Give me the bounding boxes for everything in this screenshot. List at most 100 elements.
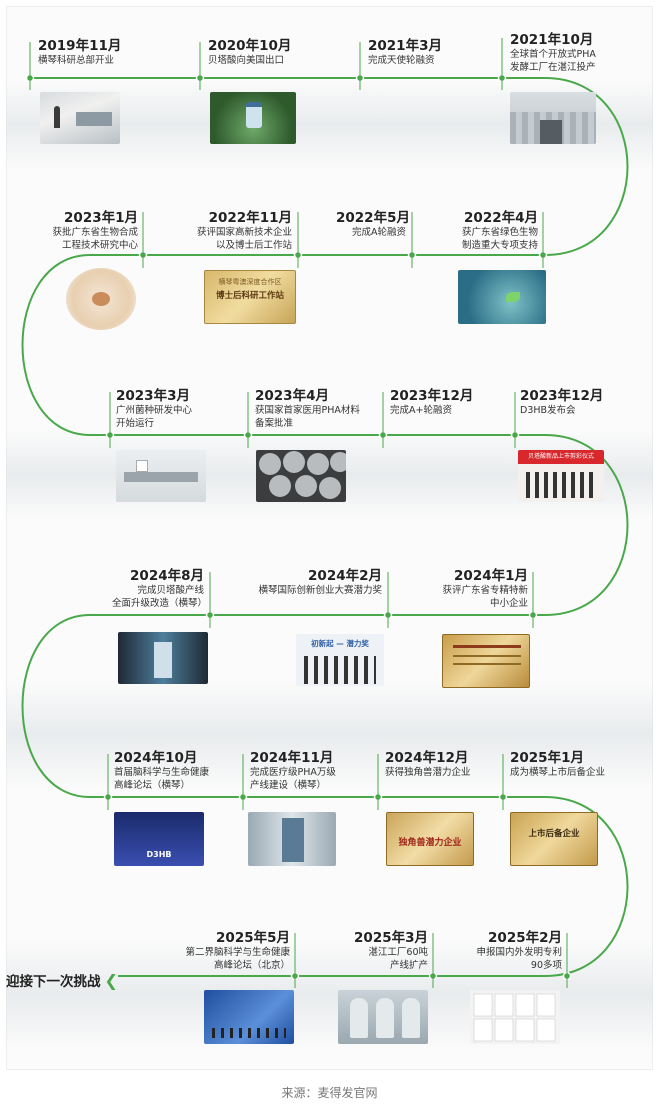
event-2023-01: 2023年1月 获批广东省生物合成 工程技术研究中心 [52, 210, 138, 252]
event-text: 完成天使轮融资 [368, 55, 435, 66]
event-year: 2020年10月 [208, 38, 292, 54]
event-text: 完成医疗级PHA万级 [250, 767, 336, 778]
chevron-left-icon: ❮ [104, 971, 118, 990]
microspheres-photo [256, 450, 346, 502]
event-text: 获国家首家医用PHA材料 [255, 405, 360, 416]
event-text: 全球首个开放式PHA [510, 49, 596, 60]
event-text: 中小企业 [489, 598, 528, 609]
event-text: 以及博士后工作站 [215, 240, 292, 251]
event-text: 完成A+轮融资 [390, 405, 452, 416]
plaque-photo: 横琴粤澳深度合作区 博士后科研工作站 [204, 270, 296, 324]
event-year: 2021年10月 [510, 32, 594, 48]
event-2021-10: 2021年10月 全球首个开放式PHA 发酵工厂在湛江投产 [510, 32, 596, 74]
event-2022-11: 2022年11月 获评国家高新技术企业 以及博士后工作站 [197, 210, 292, 252]
patents-photo [470, 990, 560, 1044]
listing-plaque-photo: 上市后备企业 [510, 812, 598, 866]
event-year: 2024年10月 [114, 750, 198, 766]
event-text: 申报国内外发明专利 [476, 947, 562, 958]
event-2019-11: 2019年11月 横琴科研总部开业 [38, 38, 121, 67]
event-year: 2023年3月 [116, 388, 190, 404]
cleanroom-photo [118, 632, 208, 684]
event-year: 2024年2月 [308, 568, 382, 584]
event-text: 获评国家高新技术企业 [196, 227, 292, 238]
event-2024-08: 2024年8月 完成贝塔酸产线 全面升级改造（横琴） [112, 568, 207, 610]
finale-text: 迎接下一次挑战 [6, 974, 101, 990]
forum-logo: D3HB [146, 850, 172, 859]
event-text: 开始运行 [116, 418, 155, 429]
award-banner: 初新起 — 潜力奖 [311, 639, 369, 648]
event-text: 第二界脑科学与生命健康 [185, 947, 290, 958]
event-2023-04: 2023年4月 获国家首家医用PHA材料 备案批准 [255, 388, 360, 430]
event-year: 2025年1月 [510, 750, 584, 766]
event-year: 2023年4月 [255, 388, 329, 404]
event-year: 2023年12月 [520, 388, 604, 404]
plaque-text: 上市后备企业 [528, 829, 580, 839]
event-2025-01: 2025年1月 成为横琴上市后备企业 [510, 750, 605, 779]
event-year: 2024年1月 [454, 568, 528, 584]
event-2024-02: 2024年2月 横琴国际创新创业大赛潜力奖 [256, 568, 382, 597]
award-photo: 初新起 — 潜力奖 [296, 634, 384, 686]
event-2024-11: 2024年11月 完成医疗级PHA万级 产线建设（横琴） [250, 750, 336, 792]
event-text: 贝塔酸向美国出口 [208, 55, 285, 66]
event-text: 湛江工厂60吨 [368, 947, 428, 958]
source-footer: 来源：麦得发官网 [281, 1086, 378, 1100]
certificate-photo [442, 634, 530, 688]
tanks-photo [338, 990, 428, 1044]
event-text: 获广东省绿色生物 [462, 227, 539, 238]
event-year: 2024年11月 [250, 750, 334, 766]
event-text: 获得独角兽潜力企业 [385, 767, 471, 778]
event-year: 2022年5月 [336, 210, 410, 226]
event-year: 2022年4月 [464, 210, 538, 226]
event-text: 备案批准 [255, 418, 294, 429]
event-year: 2025年2月 [488, 930, 562, 946]
event-2023-03: 2023年3月 广州菌种研发中心 开始运行 [116, 388, 192, 430]
event-2025-03: 2025年3月 湛江工厂60吨 产线扩产 [348, 930, 428, 972]
event-year: 2025年5月 [216, 930, 290, 946]
event-year: 2025年3月 [354, 930, 428, 946]
event-2024-10: 2024年10月 首届脑科学与生命健康 高峰论坛（横琴） [114, 750, 209, 792]
forum-photo: D3HB [114, 812, 204, 866]
event-year: 2024年8月 [130, 568, 204, 584]
event-2023-12-a: 2023年12月 完成A+轮融资 [390, 388, 473, 417]
corridor-photo [248, 812, 336, 866]
event-text: 产线扩产 [389, 960, 428, 971]
event-year: 2024年12月 [385, 750, 469, 766]
timeline-path [21, 77, 629, 977]
event-2024-01: 2024年1月 获评广东省专精特新 中小企业 [440, 568, 528, 610]
plaque-text: 横琴粤澳深度合作区 [218, 278, 282, 286]
event-2025-02: 2025年2月 申报国内外发明专利 90多项 [468, 930, 562, 972]
factory-photo [510, 92, 596, 144]
event-text: 工程技术研究中心 [61, 240, 138, 251]
event-text: 成为横琴上市后备企业 [510, 767, 606, 778]
launch-banner: 贝塔酸新品上市剪彩仪式 [518, 450, 604, 464]
event-text: 产线建设（横琴） [250, 780, 327, 791]
event-text: 完成贝塔酸产线 [137, 585, 204, 596]
event-2021-03: 2021年3月 完成天使轮融资 [368, 38, 442, 67]
event-2022-05: 2022年5月 完成A轮融资 [336, 210, 410, 239]
event-text: 横琴国际创新创业大赛潜力奖 [258, 585, 382, 596]
event-2022-04: 2022年4月 获广东省绿色生物 制造重大专项支持 [462, 210, 538, 252]
event-text: 完成A轮融资 [352, 227, 406, 238]
event-text: 获批广东省生物合成 [52, 227, 138, 238]
event-text: D3HB发布会 [520, 405, 576, 416]
unicorn-plaque-photo: 独角兽潜力企业 [386, 812, 474, 866]
event-text: 90多项 [530, 960, 562, 971]
event-2025-05: 2025年5月 第二界脑科学与生命健康 高峰论坛（北京） [184, 930, 290, 972]
event-2023-12-b: 2023年12月 D3HB发布会 [520, 388, 603, 417]
event-year: 2019年11月 [38, 38, 122, 54]
event-text: 广州菌种研发中心 [116, 405, 193, 416]
event-text: 首届脑科学与生命健康 [114, 767, 210, 778]
event-text: 获评广东省专精特新 [442, 585, 528, 596]
lab-photo [116, 450, 206, 502]
event-year: 2022年11月 [208, 210, 292, 226]
plaque-text: 博士后科研工作站 [215, 291, 284, 301]
event-year: 2023年12月 [390, 388, 474, 404]
plant-photo [458, 270, 546, 324]
office-photo [40, 92, 120, 144]
event-year: 2021年3月 [368, 38, 442, 54]
finale-label: 迎接下一次挑战❮ [6, 970, 118, 990]
launch-photo: 贝塔酸新品上市剪彩仪式 [518, 450, 604, 502]
event-text: 横琴科研总部开业 [38, 55, 115, 66]
diagram-photo [66, 268, 136, 330]
